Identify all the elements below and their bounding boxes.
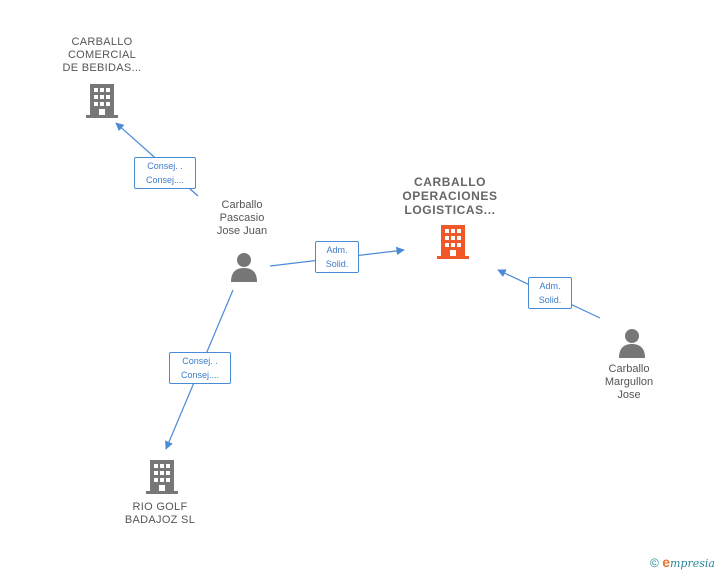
node-label-margullon[interactable]: Carballo Margullon Jose bbox=[579, 363, 679, 402]
node-label-line: Pascasio bbox=[219, 212, 265, 224]
edge-label-margullon-operaciones[interactable]: Adm. Solid. bbox=[528, 277, 572, 309]
edge-label-line: Adm. bbox=[326, 245, 348, 255]
brand-logo-text: mpresia bbox=[669, 557, 715, 570]
edge-label-line: Consej. . bbox=[147, 161, 183, 171]
node-label-line: Jose bbox=[617, 389, 641, 401]
node-label-line: Margullon bbox=[604, 376, 654, 388]
edge-label-line: Solid. bbox=[538, 295, 562, 305]
node-label-line: RIO GOLF bbox=[132, 501, 188, 513]
edge-label-line: Consej. . bbox=[182, 356, 218, 366]
building-icon[interactable] bbox=[146, 460, 178, 494]
edge-label-pascasio-comercial[interactable]: Consej. . Consej.... bbox=[134, 157, 196, 189]
node-label-line: COMERCIAL bbox=[67, 49, 137, 61]
building-icon[interactable] bbox=[86, 84, 118, 118]
node-label-line: LOGISTICAS... bbox=[404, 203, 496, 217]
copyright-symbol: © bbox=[650, 556, 659, 570]
building-icon-focus[interactable] bbox=[437, 225, 469, 259]
edge-label-line: Solid. bbox=[325, 259, 349, 269]
edge-label-line: Adm. bbox=[539, 281, 561, 291]
edge-label-pascasio-riogolf[interactable]: Consej. . Consej.... bbox=[169, 352, 231, 384]
person-icon[interactable] bbox=[618, 328, 646, 358]
brand-logo-initial: e bbox=[662, 554, 670, 570]
person-icon[interactable] bbox=[230, 252, 258, 282]
edge-label-line: Consej.... bbox=[145, 175, 185, 185]
edge-label-line: Consej.... bbox=[180, 370, 220, 380]
node-label-line: OPERACIONES bbox=[402, 189, 498, 203]
node-label-line: Jose Juan bbox=[216, 225, 268, 237]
node-label-rio-golf[interactable]: RIO GOLF BADAJOZ SL bbox=[110, 501, 210, 527]
node-label-line: Carballo bbox=[608, 363, 650, 375]
node-label-line: DE BEBIDAS... bbox=[62, 62, 142, 74]
node-label-line: BADAJOZ SL bbox=[124, 514, 196, 526]
footer-brand: © empresia bbox=[650, 554, 715, 570]
edge-label-pascasio-operaciones[interactable]: Adm. Solid. bbox=[315, 241, 359, 273]
node-label-carballo-comercial[interactable]: CARBALLO COMERCIAL DE BEBIDAS... bbox=[52, 36, 152, 75]
node-label-carballo-operaciones[interactable]: CARBALLO OPERACIONES LOGISTICAS... bbox=[390, 175, 510, 217]
node-label-pascasio[interactable]: Carballo Pascasio Jose Juan bbox=[192, 199, 292, 238]
node-label-line: Carballo bbox=[221, 199, 263, 211]
node-label-line: CARBALLO bbox=[71, 36, 133, 48]
node-label-line: CARBALLO bbox=[413, 175, 487, 189]
